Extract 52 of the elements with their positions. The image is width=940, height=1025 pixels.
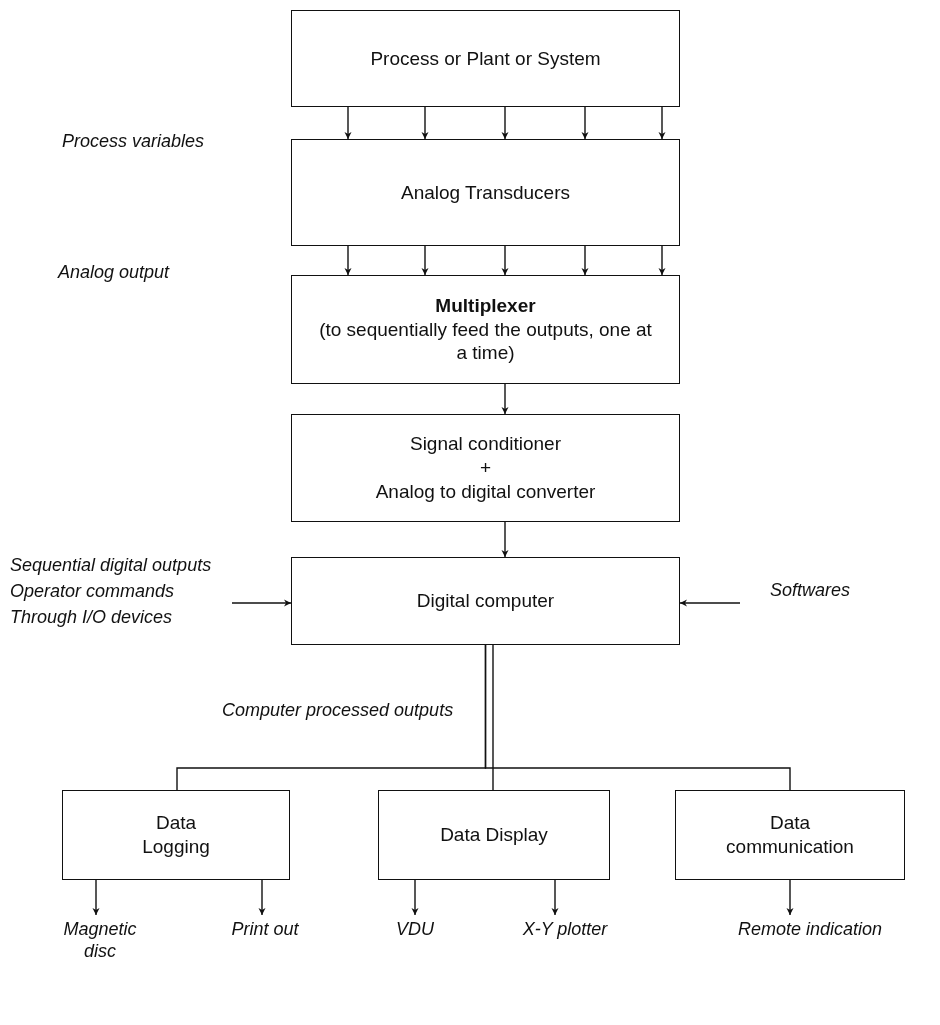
connector-line [484, 644, 791, 791]
arrow [658, 106, 666, 140]
arrow [411, 879, 419, 916]
text-label: Remote indication [737, 917, 883, 941]
text-label: Softwares [769, 578, 850, 602]
box-label: Digital computer [416, 589, 555, 613]
arrow [231, 599, 292, 607]
box-label: (to sequentially feed the outputs, one at a time) [318, 317, 653, 366]
process-box [675, 790, 905, 880]
process-box [291, 139, 680, 246]
annotation-label: Sequential digital outputs [10, 555, 212, 576]
text-label: Operator commands [10, 580, 175, 603]
arrow [421, 106, 429, 140]
annotation-label: Process variables [62, 131, 205, 152]
box-label: Analog Transducers [401, 180, 570, 205]
arrow [421, 245, 429, 276]
connector-line [492, 644, 494, 791]
arrow [786, 879, 794, 916]
text-label: VDU [396, 917, 434, 941]
arrow [501, 106, 509, 140]
arrow [658, 245, 666, 276]
process-box [291, 414, 680, 522]
arrow [258, 879, 266, 916]
text-label: Through I/O devices [10, 606, 173, 629]
arrow [551, 879, 559, 916]
box-label: + [479, 456, 492, 480]
arrow [501, 521, 509, 558]
box-label: Process or Plant or System [370, 46, 601, 71]
arrow [679, 599, 741, 607]
arrow [501, 245, 509, 276]
arrow [501, 383, 509, 415]
box-label: Multiplexer [435, 293, 536, 318]
process-box [62, 790, 290, 880]
annotation-label: Analog output [58, 262, 170, 283]
process-box [378, 790, 610, 880]
text-label: Print out [231, 917, 299, 941]
arrow [344, 106, 352, 140]
process-box [291, 557, 680, 645]
process-box [291, 10, 680, 107]
box-label: Data Logging [141, 811, 211, 859]
box-label: Data Display [440, 823, 548, 847]
arrow [581, 106, 589, 140]
process-box [291, 275, 680, 384]
box-label: Data communication [725, 811, 855, 859]
arrow [344, 245, 352, 276]
box-label: Analog to digital converter [375, 479, 596, 504]
annotation-label: Computer processed outputs [222, 700, 455, 721]
arrow [581, 245, 589, 276]
box-label: Signal conditioner [409, 432, 561, 457]
arrow [92, 879, 100, 916]
text-label: Magnetic disc [62, 917, 138, 963]
text-label: X-Y plotter [522, 917, 608, 941]
